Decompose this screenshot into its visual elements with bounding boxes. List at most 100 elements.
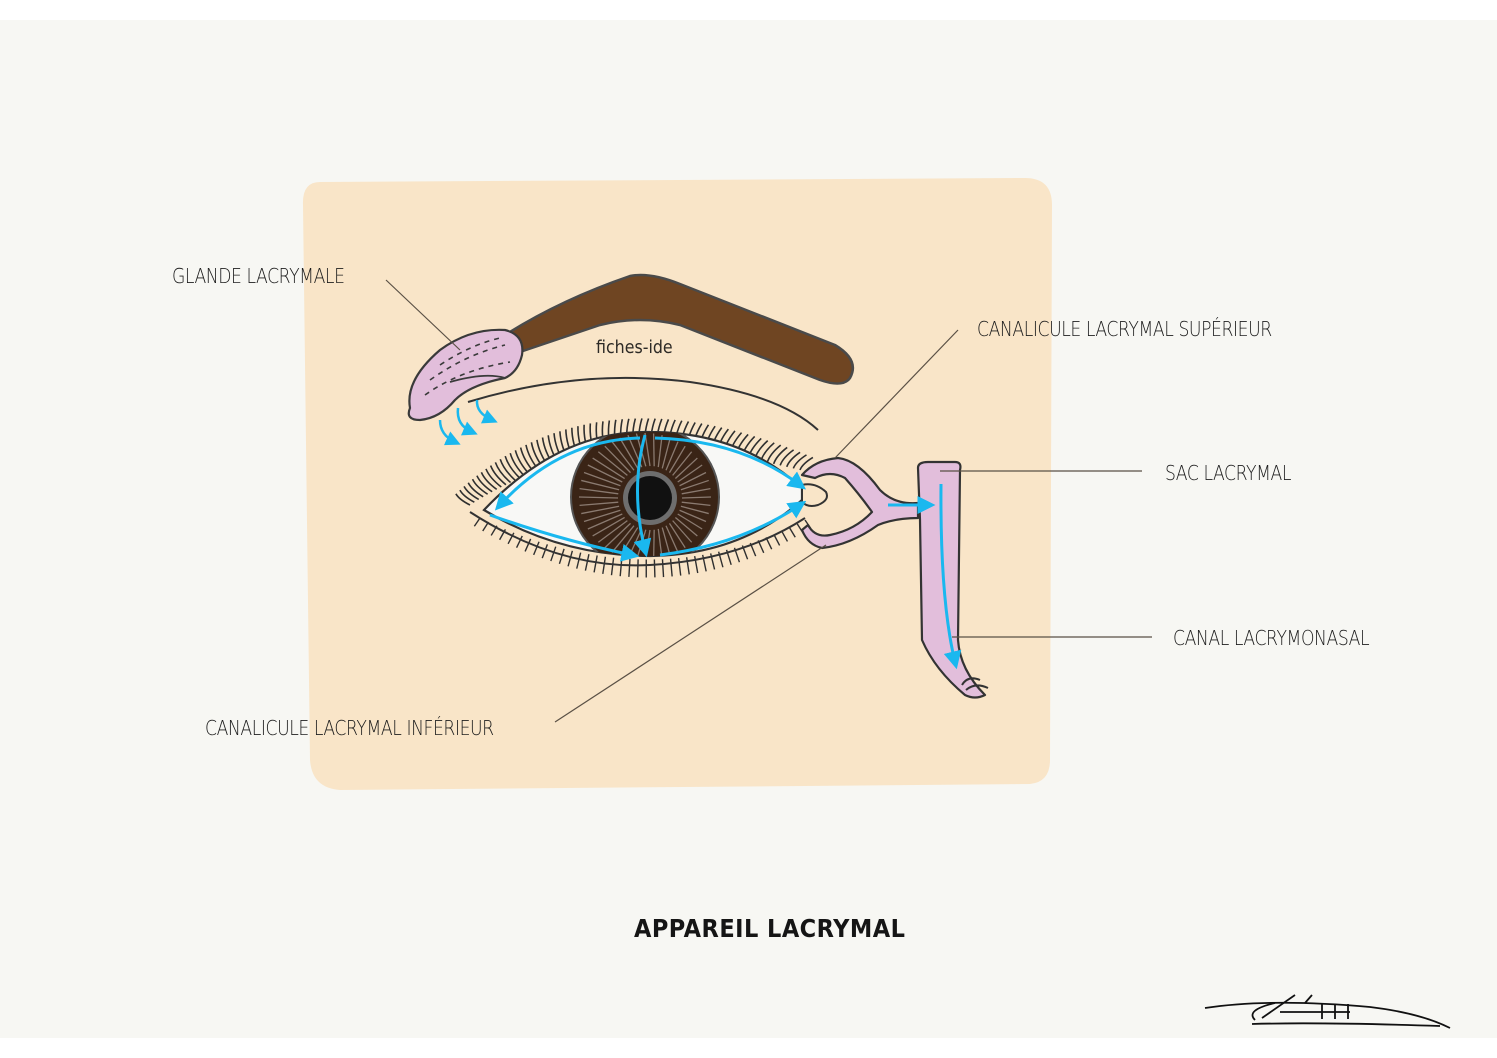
iris-fiber xyxy=(583,509,621,523)
eyelash xyxy=(567,550,574,567)
eyelash xyxy=(494,462,512,484)
iris-fiber xyxy=(674,516,698,537)
iris-fiber xyxy=(668,523,686,549)
eyelash xyxy=(533,541,540,556)
eyelash xyxy=(772,446,788,465)
eyelash xyxy=(499,458,516,482)
label-canalicule-superieur: CANALICULE LACRYMAL SUPÉRIEUR xyxy=(977,317,1272,341)
label-canal-lacrymonasal: CANAL LACRYMONASAL xyxy=(1173,626,1370,650)
iris-fiber xyxy=(672,520,693,543)
eyelash xyxy=(473,517,481,527)
iris-fiber xyxy=(652,529,655,556)
iris-fiber xyxy=(677,464,703,483)
eyelash xyxy=(507,532,515,545)
eyelash xyxy=(504,455,521,479)
eyelash xyxy=(524,538,532,552)
iris-fiber xyxy=(677,513,703,530)
iris-fiber xyxy=(597,520,628,543)
iris-fiber xyxy=(604,522,631,549)
author-signature xyxy=(1204,994,1451,1029)
eyebrow xyxy=(503,273,855,385)
eyelash xyxy=(489,465,507,486)
iris-fiber xyxy=(661,527,671,556)
eyelash xyxy=(550,546,557,562)
eyelash xyxy=(785,451,801,468)
iris-fiber xyxy=(674,457,698,479)
caruncle xyxy=(801,483,828,507)
iris-fiber xyxy=(665,525,679,553)
eyelash xyxy=(773,534,781,546)
iris-fiber xyxy=(578,496,619,499)
eyelash xyxy=(781,530,789,542)
drainage-flow-arrows xyxy=(888,483,962,670)
iris-fiber xyxy=(604,445,631,474)
label-glande-lacrymale: GLANDE LACRYMALE xyxy=(172,264,345,288)
eyelash xyxy=(576,552,582,569)
eyelash xyxy=(480,471,498,490)
iris-fiber xyxy=(579,501,619,507)
eyelid-crease xyxy=(467,376,819,431)
iris-fiber xyxy=(587,513,623,530)
eyelash xyxy=(584,554,590,571)
eyelash xyxy=(669,558,673,577)
eyelash xyxy=(455,493,471,506)
lacrimal-drainage xyxy=(800,456,989,699)
label-sac-lacrymal: SAC LACRYMAL xyxy=(1165,461,1292,485)
eyelash xyxy=(792,454,807,469)
eyelash xyxy=(766,444,782,463)
iris-fiber xyxy=(672,451,693,476)
iris-fiber xyxy=(597,451,628,476)
eyelash xyxy=(459,489,475,503)
iris-fiber xyxy=(681,496,712,499)
label-canalicule-inferieur: CANALICULE LACRYMAL INFÉRIEUR xyxy=(205,716,494,740)
eyelash xyxy=(788,527,796,538)
iris-fiber xyxy=(679,509,707,523)
eyelash xyxy=(515,535,523,549)
eyelash xyxy=(485,468,502,488)
iris-fiber xyxy=(665,441,679,471)
watermark: fiches-ide xyxy=(596,337,673,358)
iris-fiber xyxy=(581,505,620,515)
iris-fiber xyxy=(681,488,711,495)
iris-fiber xyxy=(644,432,651,467)
iris-fiber xyxy=(592,516,625,537)
eyelash xyxy=(541,544,549,559)
diagram-title: APPAREIL LACRYMAL xyxy=(634,914,906,943)
eyelash xyxy=(779,449,795,466)
leader-canalicule-inferieur xyxy=(554,544,827,723)
iris-fiber xyxy=(681,501,711,507)
nasal-opening xyxy=(961,677,989,691)
iris-fiber xyxy=(652,433,655,467)
iris-fiber xyxy=(583,471,621,487)
iris-fiber xyxy=(587,464,623,483)
gland-secretion-arrows xyxy=(438,399,498,446)
eyelash xyxy=(593,555,598,573)
lacrimal-sac-and-canal xyxy=(916,460,987,699)
eyelash xyxy=(471,478,489,495)
eyelash xyxy=(476,475,493,493)
lacrimal-gland xyxy=(407,328,524,422)
iris-fiber xyxy=(579,488,619,495)
eyelash xyxy=(653,559,656,578)
lower-eyelid xyxy=(469,511,806,567)
eyelash xyxy=(636,559,639,578)
eyelash xyxy=(610,557,615,576)
iris-fiber xyxy=(680,505,709,515)
iris-fiber xyxy=(657,435,663,468)
iris-fiber xyxy=(679,471,707,487)
leader-lines xyxy=(385,279,1152,723)
eyelash xyxy=(661,559,665,578)
iris-fiber xyxy=(611,441,635,471)
iris-fiber xyxy=(611,525,635,553)
pupil xyxy=(628,476,672,520)
eyelash xyxy=(463,486,480,501)
eyelash xyxy=(685,557,690,575)
eyelash xyxy=(677,557,682,576)
leader-glande xyxy=(385,279,461,351)
iris-fiber xyxy=(680,479,709,491)
eyelash xyxy=(628,558,631,577)
tear-flow-arrows xyxy=(489,434,807,562)
eyelash xyxy=(467,482,484,498)
leader-canalicule-superieur xyxy=(834,329,959,459)
